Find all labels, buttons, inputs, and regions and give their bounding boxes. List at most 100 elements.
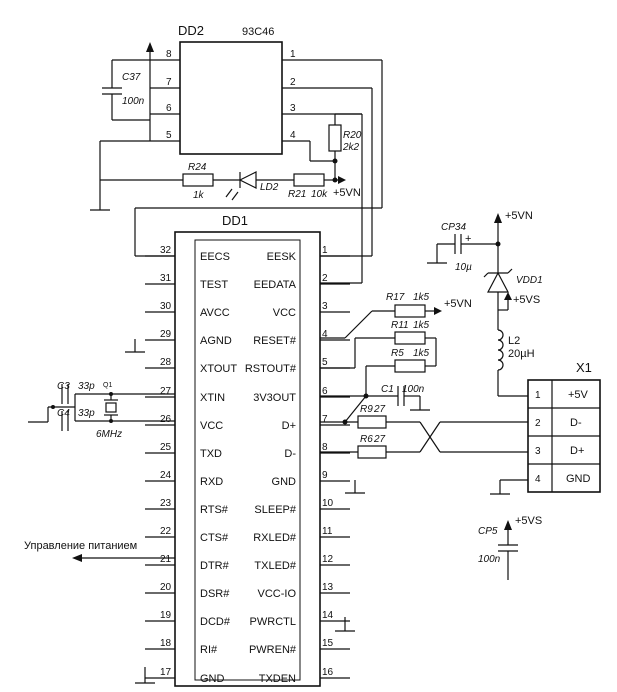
- dd2-pin-7: 7: [166, 77, 172, 88]
- dd1-pin-label: RSTOUT#: [245, 363, 297, 375]
- r21-ref: R21: [288, 189, 306, 200]
- r5-ref: R5: [391, 348, 404, 359]
- c1-value: 100n: [402, 384, 425, 395]
- r24-value: 1k: [193, 190, 205, 201]
- dd1-pin-label: GND: [272, 476, 297, 488]
- led-branch: R24 1k LD2 R21 10k +5VN: [100, 162, 361, 201]
- dd1-pin-num: 3: [322, 301, 328, 312]
- dd1-pin-num: 24: [160, 470, 172, 481]
- r20-ref: R20: [343, 130, 362, 141]
- r5-value: 1k5: [413, 348, 430, 359]
- dd1-pin-num: 27: [160, 386, 172, 397]
- l2-value: 20µH: [508, 348, 535, 360]
- c4-value: 33p: [78, 408, 95, 419]
- usb-data-lines: R9 27 R6 27: [320, 404, 528, 459]
- dd1-pin-label: PWRCTL: [250, 616, 296, 628]
- dd1-pin-num: 18: [160, 638, 172, 649]
- dd1-pin-label: DTR#: [200, 560, 230, 572]
- cp34-ref: CP34: [441, 222, 466, 233]
- x1-ground: [490, 479, 528, 495]
- agnd-ground: [125, 339, 145, 353]
- dd1-pin-num: 19: [160, 610, 172, 621]
- dd1-pin-label: AVCC: [200, 307, 230, 319]
- dd2-ref: DD2: [178, 23, 204, 38]
- dd1-pin-num: 15: [322, 638, 334, 649]
- dd1-pin-label: GND: [200, 673, 225, 685]
- dd1-pin-label: 3V3OUT: [253, 392, 296, 404]
- dd1-pin-num: 22: [160, 526, 172, 537]
- vdd1-diode: +5VN VDD1 +5VS: [483, 210, 543, 318]
- dd1-pin-label: EESK: [267, 251, 297, 263]
- dd1-pin-label: D-: [284, 448, 296, 460]
- r20-resistor: R20 2k2: [309, 114, 362, 183]
- cp5-value: 100n: [478, 554, 501, 565]
- dd1-right-grounds: [335, 480, 365, 632]
- dd1-pin-num: 5: [322, 357, 328, 368]
- dd1-pin-num: 21: [160, 554, 172, 565]
- dd1-pin-label: DCD#: [200, 616, 231, 628]
- x1-pin-4-name: GND: [566, 473, 591, 485]
- x1-pin-4-num: 4: [535, 474, 541, 485]
- dd1-pin-num: 1: [322, 245, 328, 256]
- x1-ref: X1: [576, 360, 592, 375]
- r17-resistor: R17 1k5 +5VN: [320, 292, 472, 339]
- dd1-pin-label: SLEEP#: [254, 504, 296, 516]
- eeprom-bus: [134, 59, 383, 284]
- rstout-network: R11 1k5 R5 1k5 C1 100n: [320, 320, 437, 425]
- cp34-value: 10µ: [455, 262, 472, 273]
- crystal-circuit: C3 33p C4 33p Q1 6MHz: [28, 381, 175, 440]
- dd2-ground-bus: [90, 140, 150, 211]
- dd1-pin-num: 13: [322, 582, 334, 593]
- dd1-pin-label: RI#: [200, 644, 218, 656]
- vdd1-ref: VDD1: [516, 275, 543, 286]
- x1-pin-1-num: 1: [535, 390, 541, 401]
- c3-value: 33p: [78, 381, 95, 392]
- x1-pin-2-name: D-: [570, 417, 582, 429]
- r9-value: 27: [373, 404, 386, 415]
- power-control-arrow: Управление питанием: [24, 540, 175, 562]
- x1-connector: X1 1 2 3 4 +5V D- D+ GND: [527, 360, 601, 493]
- dd2-supply-arrow: [146, 42, 154, 60]
- dd1-pin-8: 8D-: [284, 442, 350, 460]
- dd1-pin-label: TXDEN: [259, 673, 296, 685]
- dd1-pin-num: 11: [322, 526, 333, 537]
- r11-value: 1k5: [413, 320, 430, 331]
- cp34-polarity: +: [465, 233, 471, 245]
- dd1-pin-label: TXD: [200, 448, 222, 460]
- dd2-pin-6: 6: [166, 103, 172, 114]
- dd1-ref: DD1: [222, 213, 248, 228]
- dd1-pin-label: D+: [282, 420, 296, 432]
- dd1-pin-label: XTIN: [200, 392, 225, 404]
- dd1-left-pins: 32EECS31TEST30AVCC29AGND28XTOUT27XTIN26V…: [145, 245, 237, 685]
- r6-ref: R6: [360, 434, 373, 445]
- l2-inductor: L2 20µH: [497, 318, 535, 397]
- x1-pin-1-name: +5V: [568, 389, 589, 401]
- dd1-pin-num: 7: [322, 414, 328, 425]
- dd1-pin-num: 14: [322, 610, 334, 621]
- r11-ref: R11: [391, 320, 409, 331]
- rail-5vn-r17: +5VN: [444, 298, 472, 310]
- c37-value: 100n: [122, 96, 145, 107]
- dd1-pin-label: RXD: [200, 476, 223, 488]
- r17-value: 1k5: [413, 292, 430, 303]
